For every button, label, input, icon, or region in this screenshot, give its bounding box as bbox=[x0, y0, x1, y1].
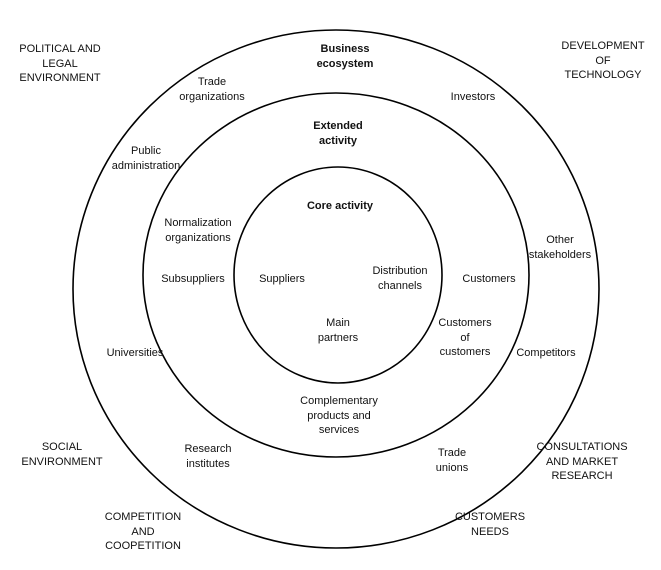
outer-ring-business-ecosystem bbox=[72, 29, 600, 549]
ecosystem-public-administration: Public administration bbox=[111, 145, 181, 172]
ecosystem-trade-organizations: Trade organizations bbox=[179, 76, 245, 103]
extended-subsuppliers: Subsuppliers bbox=[161, 273, 225, 285]
env-competition: COMPETITION AND COOPETITION bbox=[104, 511, 182, 552]
core-activity-title: Core activity bbox=[306, 200, 374, 212]
extended-activity-title: Extended activity bbox=[313, 120, 363, 147]
env-development-technology: DEVELOPMENT OF TECHNOLOGY bbox=[561, 40, 645, 81]
env-customers-needs: CUSTOMERS NEEDS bbox=[454, 511, 526, 538]
core-suppliers: Suppliers bbox=[259, 273, 305, 285]
ecosystem-research-institutes: Research institutes bbox=[184, 443, 232, 470]
business-ecosystem-title: Business ecosystem bbox=[316, 43, 374, 70]
env-political-legal: POLITICAL AND LEGAL ENVIRONMENT bbox=[19, 43, 101, 84]
extended-complementary-products: Complementary products and services bbox=[300, 395, 378, 436]
ecosystem-investors: Investors bbox=[450, 91, 496, 103]
core-main-partners: Main partners bbox=[317, 317, 359, 344]
extended-customers: Customers bbox=[462, 273, 516, 285]
inner-ring-core-activity bbox=[233, 166, 443, 384]
env-consultations: CONSULTATIONS AND MARKET RESEARCH bbox=[536, 441, 628, 482]
ecosystem-universities: Universities bbox=[106, 347, 164, 359]
middle-ring-extended-activity bbox=[142, 92, 530, 458]
ecosystem-competitors: Competitors bbox=[516, 347, 576, 359]
extended-customers-of-customers: Customers of customers bbox=[438, 317, 492, 358]
ecosystem-other-stakeholders: Other stakeholders bbox=[528, 234, 592, 261]
ecosystem-trade-unions: Trade unions bbox=[435, 447, 469, 474]
extended-normalization-organizations: Normalization organizations bbox=[164, 217, 232, 244]
env-social: SOCIAL ENVIRONMENT bbox=[21, 441, 103, 468]
core-distribution-channels: Distribution channels bbox=[372, 265, 428, 292]
